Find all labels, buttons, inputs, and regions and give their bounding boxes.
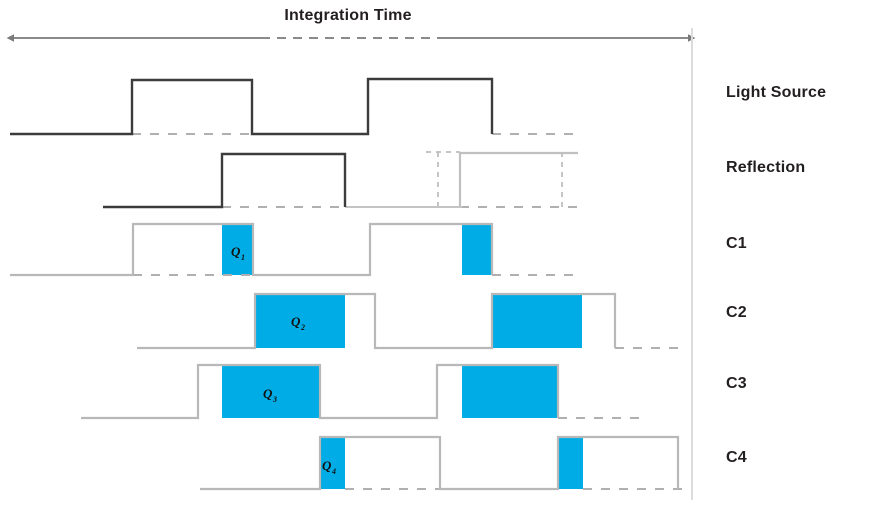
waveform-row-c3: Q 3 C3 bbox=[81, 363, 747, 420]
charge-label-q3: Q bbox=[263, 386, 273, 401]
c3-waveform bbox=[81, 363, 560, 420]
charge-fill-q4 bbox=[320, 437, 345, 489]
reflection-delayed-waveform bbox=[458, 151, 578, 207]
integration-time-title: Integration Time bbox=[284, 7, 411, 24]
c2-waveform bbox=[137, 292, 617, 350]
charge-sub-q3: 3 bbox=[272, 395, 277, 404]
charge-label-q2: Q bbox=[291, 314, 301, 329]
waveform-row-c2: Q 2 C2 bbox=[137, 292, 747, 350]
charge-fill-c3-second bbox=[462, 365, 558, 418]
charge-fill-c4-second bbox=[558, 437, 583, 489]
c4-waveform bbox=[200, 435, 680, 491]
charge-sub-q1: 1 bbox=[241, 253, 245, 262]
charge-label-q1: Q bbox=[231, 244, 241, 259]
light-source-waveform bbox=[10, 77, 494, 136]
row-label-reflection: Reflection bbox=[726, 159, 805, 176]
reflection-waveform bbox=[103, 152, 347, 209]
charge-label-q4: Q bbox=[322, 458, 332, 473]
waveform-row-c1: Q 1 C1 bbox=[10, 222, 747, 277]
charge-sub-q2: 2 bbox=[300, 323, 305, 332]
c1-waveform bbox=[10, 222, 494, 277]
waveform-row-reflection: Reflection bbox=[103, 151, 805, 209]
charge-fill-q1 bbox=[222, 224, 253, 275]
waveform-row-light-source: Light Source bbox=[10, 77, 826, 136]
waveform-row-c4: Q 4 C4 bbox=[200, 435, 747, 491]
row-label-light-source: Light Source bbox=[726, 84, 826, 101]
charge-fill-c2-second bbox=[492, 294, 582, 348]
charge-sub-q4: 4 bbox=[331, 467, 336, 476]
charge-fill-q3 bbox=[222, 365, 320, 418]
charge-fill-q2 bbox=[255, 294, 345, 348]
charge-fill-c1-second bbox=[462, 224, 492, 275]
row-label-c1: C1 bbox=[726, 235, 747, 252]
row-label-c3: C3 bbox=[726, 375, 747, 392]
row-label-c2: C2 bbox=[726, 304, 747, 321]
row-label-c4: C4 bbox=[726, 449, 747, 466]
